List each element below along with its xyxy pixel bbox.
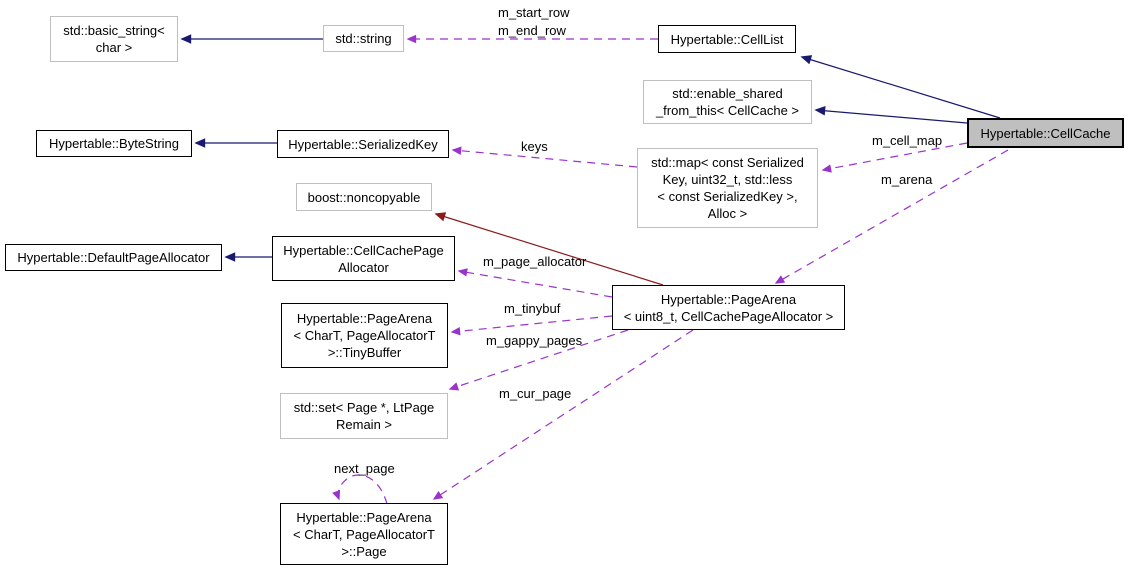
node-hypertable-cellcachepageallocator[interactable]: Hypertable::CellCachePage Allocator [272, 236, 455, 281]
node-label-line: < CharT, PageAllocatorT [293, 328, 436, 343]
edge-usage-cellcache-map [821, 142, 968, 173]
edge-usage-map-serializedkey [451, 146, 638, 168]
node-label-line: < const SerializedKey >, [657, 189, 798, 204]
node-hypertable-celllist[interactable]: Hypertable::CellList [658, 25, 796, 53]
edge-label-m-page-allocator: m_page_allocator [483, 254, 587, 269]
node-hypertable-bytestring[interactable]: Hypertable::ByteString [36, 130, 192, 157]
node-boost-noncopyable: boost::noncopyable [296, 183, 432, 211]
node-label-line: std::map< const Serialized [651, 155, 804, 170]
node-label-line: Alloc > [707, 206, 748, 221]
edge-label-start-end-row: m_start_row m_end_row [498, 4, 570, 40]
node-std-string: std::string [323, 25, 404, 52]
node-label-line: Allocator [338, 259, 389, 275]
edge-inherit-cellcache-enableshared [814, 106, 968, 124]
node-label-line: _from_this< CellCache > [655, 103, 800, 118]
node-label-line: std::string [335, 31, 392, 46]
node-pagearena-tinybuffer[interactable]: Hypertable::PageArena < CharT, PageAlloc… [281, 303, 448, 368]
edge-label-m-gappy-pages: m_gappy_pages [486, 333, 583, 348]
edge-label-m-tinybuf: m_tinybuf [504, 301, 561, 316]
edge-usage-pagearena-page [432, 329, 694, 500]
node-label-line: >::Page [341, 543, 387, 559]
node-label-line: Hypertable::PageArena [296, 509, 432, 525]
edge-label-m-start-row: m_start_row [498, 5, 570, 20]
node-label-line: std::set< Page *, LtPage [293, 400, 435, 415]
node-std-basic-string: std::basic_string< char > [50, 16, 178, 62]
node-label-line: Hypertable::PageArena [296, 311, 433, 326]
node-label-line: Hypertable::PageArena [660, 291, 797, 307]
node-label-line: Hypertable::ByteString [48, 136, 180, 151]
edge-inherit-cellcache-celllist [800, 55, 1001, 119]
edge-label-m-arena: m_arena [881, 172, 933, 187]
node-std-map: std::map< const Serialized Key, uint32_t… [637, 148, 818, 228]
node-hypertable-serializedkey[interactable]: Hypertable::SerializedKey [277, 130, 449, 158]
edge-label-m-end-row: m_end_row [498, 23, 566, 38]
edge-label-next-page: next_page [334, 461, 395, 476]
node-label-line: Hypertable::CellList [670, 31, 784, 47]
edge-usage-cellcache-pagearena [774, 149, 1009, 284]
edge-label-m-cur-page: m_cur_page [499, 386, 572, 401]
node-label-line: Hypertable::DefaultPageAllocator [17, 250, 210, 265]
node-std-set: std::set< Page *, LtPage Remain > [280, 393, 448, 439]
edge-usage-pagearena-pageallocator [457, 268, 613, 298]
edge-usage-pagearena-tinybuffer [450, 315, 613, 336]
node-label-line: std::basic_string< [63, 23, 165, 38]
edge-usage-page-self-loop [332, 474, 388, 505]
node-std-enable-shared-from-this: std::enable_shared _from_this< CellCache… [643, 80, 812, 124]
node-label-line: Key, uint32_t, std::less [662, 172, 793, 187]
edge-label-keys: keys [521, 139, 548, 154]
node-label-line: >::TinyBuffer [327, 345, 402, 360]
node-label-line: Hypertable::CellCachePage [283, 242, 444, 258]
node-label-line: Remain > [336, 417, 392, 432]
node-hypertable-defaultpageallocator[interactable]: Hypertable::DefaultPageAllocator [5, 244, 222, 271]
node-pagearena-page[interactable]: Hypertable::PageArena < CharT, PageAlloc… [280, 503, 448, 565]
node-label-line: Hypertable::SerializedKey [288, 136, 438, 152]
node-label-line: char > [95, 40, 133, 55]
node-hypertable-pagearena[interactable]: Hypertable::PageArena < uint8_t, CellCac… [612, 285, 845, 330]
node-label-line: boost::noncopyable [307, 189, 421, 205]
edge-label-m-cell-map: m_cell_map [872, 133, 943, 148]
node-label-line: < CharT, PageAllocatorT [293, 526, 435, 542]
edge-usage-pagearena-set [448, 329, 629, 391]
node-label-line: std::enable_shared [672, 86, 783, 101]
node-label-line: Hypertable::CellCache [980, 125, 1111, 141]
node-hypertable-cellcache-current: Hypertable::CellCache [967, 118, 1124, 148]
edge-inherit-pagearena-noncopyable [434, 212, 664, 286]
node-label-line: < uint8_t, CellCachePageAllocator > [623, 308, 834, 324]
